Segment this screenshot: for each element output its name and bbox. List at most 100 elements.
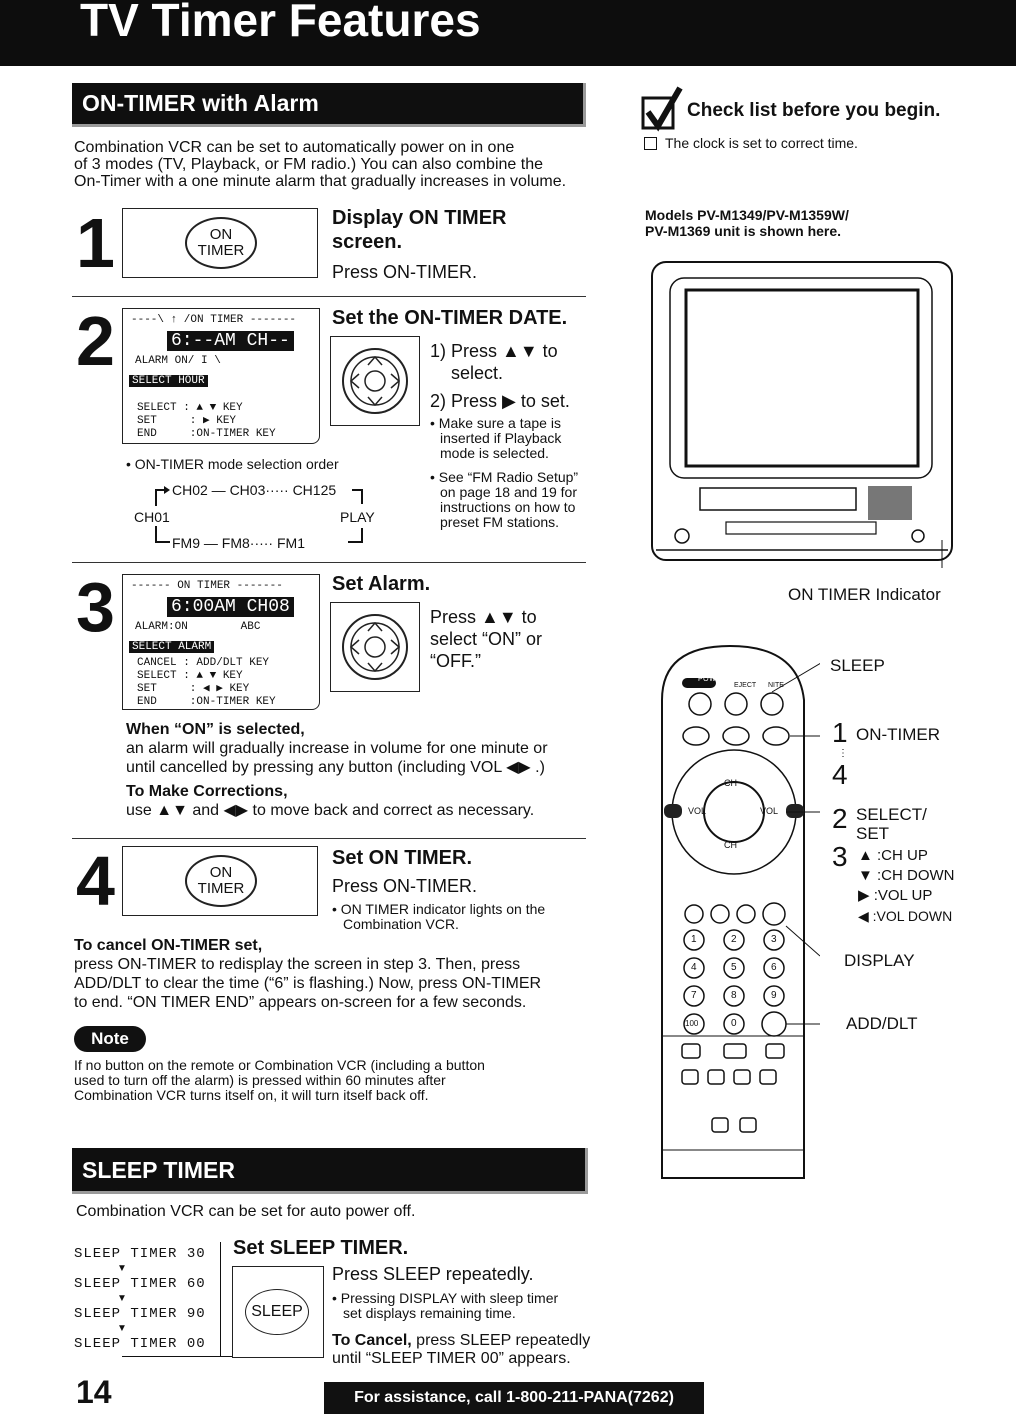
note-line: preset FM stations. — [440, 514, 560, 530]
sleep-step-note: • Pressing DISPLAY with sleep timer set … — [332, 1291, 558, 1321]
checkbox[interactable] — [644, 137, 657, 150]
button-label: ON — [209, 864, 233, 881]
step-number-3: 3 — [76, 568, 115, 646]
select-dial-icon[interactable] — [339, 345, 411, 417]
assistance-banner: For assistance, call 1-800-211-PANA(7262… — [324, 1382, 704, 1414]
step2-instructions: 1) Press ▲▼ to select. 2) Press ▶ to set… — [430, 340, 570, 412]
step-number-2: 2 — [76, 302, 115, 380]
page-header: TV Timer Features — [0, 0, 1016, 66]
models-line: PV-M1369 unit is shown here. — [645, 223, 842, 239]
button-label: TIMER — [197, 242, 245, 259]
lcd-key: SELECT : ▲ ▼ KEY — [137, 402, 243, 414]
step-number-4: 4 — [76, 842, 115, 920]
remote-key-6[interactable]: 6 — [771, 962, 777, 973]
remote-key-2[interactable]: 2 — [731, 934, 737, 945]
label-add-dlt: ADD/DLT — [846, 1014, 918, 1033]
intro-line: of 3 modes (TV, Playback, or FM radio.) … — [74, 156, 543, 173]
remote-nite-key[interactable]: NITE — [768, 682, 784, 689]
select-dial-box — [330, 602, 420, 692]
corrections-title: To Make Corrections, — [126, 783, 288, 800]
step3-lcd-screen: ------ ON TIMER ------- 6:00AM CH08 ALAR… — [122, 574, 320, 710]
note-line: Combination VCR turns itself on, it will… — [74, 1087, 429, 1103]
mode-order-right: PLAY — [340, 509, 375, 525]
note-line: used to turn off the alarm) is pressed w… — [74, 1072, 446, 1088]
mode-order-bottom: FM9 — FM8····· FM1 — [172, 535, 305, 551]
arrow-down-icon: ▼ — [117, 1263, 127, 1274]
arrow-down-icon: ▼ — [117, 1323, 127, 1334]
lcd-key: SELECT : ▲ ▼ KEY — [137, 670, 243, 682]
note-line: • Pressing DISPLAY with sleep timer — [332, 1290, 559, 1306]
remote-vol-key-left[interactable]: VOL — [688, 806, 707, 816]
remote-key-7[interactable]: 7 — [691, 990, 697, 1001]
legend-vol-up: ▶ :VOL UP — [858, 887, 933, 904]
title-line: Display ON TIMER — [332, 207, 507, 229]
mode-order-top: CH02 — CH03····· CH125 — [172, 482, 337, 498]
lcd-mode: SELECT HOUR — [129, 375, 208, 387]
mode-order-diagram: CH02 — CH03····· CH125 CH01 PLAY FM9 — F… — [134, 480, 390, 552]
page-title: TV Timer Features — [80, 0, 481, 46]
sleep-timer-section-heading: SLEEP TIMER — [72, 1148, 588, 1194]
on-timer-indicator-label: ON TIMER Indicator — [788, 585, 941, 604]
lcd-mode: SELECT ALARM — [129, 641, 215, 653]
sleep-seq-bracket — [220, 1242, 221, 1356]
instruction-line: select. — [451, 363, 504, 383]
mode-loop-icon — [155, 486, 363, 543]
remote-key-0[interactable]: 0 — [731, 1018, 737, 1029]
lcd-time: 6:00AM CH08 — [167, 597, 294, 617]
text-line: Press ▲▼ to — [430, 607, 537, 627]
remote-key-1[interactable]: 1 — [691, 934, 697, 945]
sleep-seq-item: SLEEP TIMER 60 — [74, 1276, 206, 1292]
lcd-alarm: ALARM ON/ I \ — [135, 355, 221, 367]
sleep-button[interactable]: SLEEP — [245, 1289, 309, 1335]
remote-key-5[interactable]: 5 — [731, 962, 737, 973]
lcd-key: CANCEL : ADD/DLT KEY — [137, 657, 270, 669]
remote-key-9[interactable]: 9 — [771, 990, 777, 1001]
note-line: • Make sure a tape is — [430, 415, 561, 431]
note-line: mode is selected. — [440, 445, 549, 461]
alarm-on-explanation: When “ON” is selected, an alarm will gra… — [126, 720, 616, 820]
remote-ch-key-bottom[interactable]: CH — [724, 840, 737, 850]
models-label: Models PV-M1349/PV-M1359W/ PV-M1369 unit… — [645, 207, 849, 239]
legend-ch-up: ▲ :CH UP — [858, 847, 928, 864]
intro-line: On-Timer with a one minute alarm that gr… — [74, 173, 567, 190]
corrections-text: use ▲▼ and ◀▶ to move back and correct a… — [126, 802, 535, 819]
remote-key-100[interactable]: 100 — [685, 1019, 699, 1028]
page-number: 14 — [76, 1374, 112, 1410]
text-line: “OFF.” — [430, 651, 481, 671]
step2-note-tape: • Make sure a tape is inserted if Playba… — [430, 416, 610, 461]
remote-key-3[interactable]: 3 — [771, 934, 777, 945]
key-legend: ▲ :CH UP ▼ :CH DOWN ▶ :VOL UP ◀ :VOL DOW… — [858, 846, 955, 926]
instruction-line: 1) Press ▲▼ to — [430, 341, 558, 361]
alarm-on-line: an alarm will gradually increase in volu… — [126, 740, 548, 757]
select-dial-icon[interactable] — [339, 611, 411, 683]
sleep-seq-bracket — [122, 1356, 294, 1357]
label-step-4: 4 — [832, 759, 848, 790]
remote-ch-key-top[interactable]: CH — [724, 778, 737, 788]
note-line: on page 18 and 19 for — [440, 484, 578, 500]
remote-key-8[interactable]: 8 — [731, 990, 737, 1001]
arrow-down-icon: ▼ — [117, 1293, 127, 1304]
button-label: ON — [209, 226, 233, 243]
note-line: • ON TIMER indicator lights on the — [332, 901, 546, 917]
step2-lcd-screen: ----\ ↑ /ON TIMER ------- 6:--AM CH-- AL… — [122, 308, 320, 444]
label-set: SET — [856, 824, 890, 843]
label-display: DISPLAY — [844, 951, 915, 970]
remote-power-key[interactable]: POWER — [698, 676, 727, 683]
instruction-line: 2) Press ▶ to set. — [430, 391, 570, 411]
lcd-top: ----\ ↑ /ON TIMER ------- — [131, 314, 297, 326]
remote-eject-key[interactable]: EJECT — [734, 682, 757, 689]
mode-order-label: • ON-TIMER mode selection order — [126, 456, 339, 472]
button-label: TIMER — [197, 880, 245, 897]
remote-key-4[interactable]: 4 — [691, 962, 697, 973]
lcd-key: SET : ▶ KEY — [137, 415, 237, 427]
divider — [72, 562, 586, 563]
divider — [72, 838, 586, 839]
sleep-step-text: Press SLEEP repeatedly. — [332, 1264, 534, 1284]
remote-control-illustration — [661, 644, 820, 1179]
remote-vol-key-right[interactable]: VOL — [760, 806, 779, 816]
checkmark-icon — [641, 86, 683, 132]
